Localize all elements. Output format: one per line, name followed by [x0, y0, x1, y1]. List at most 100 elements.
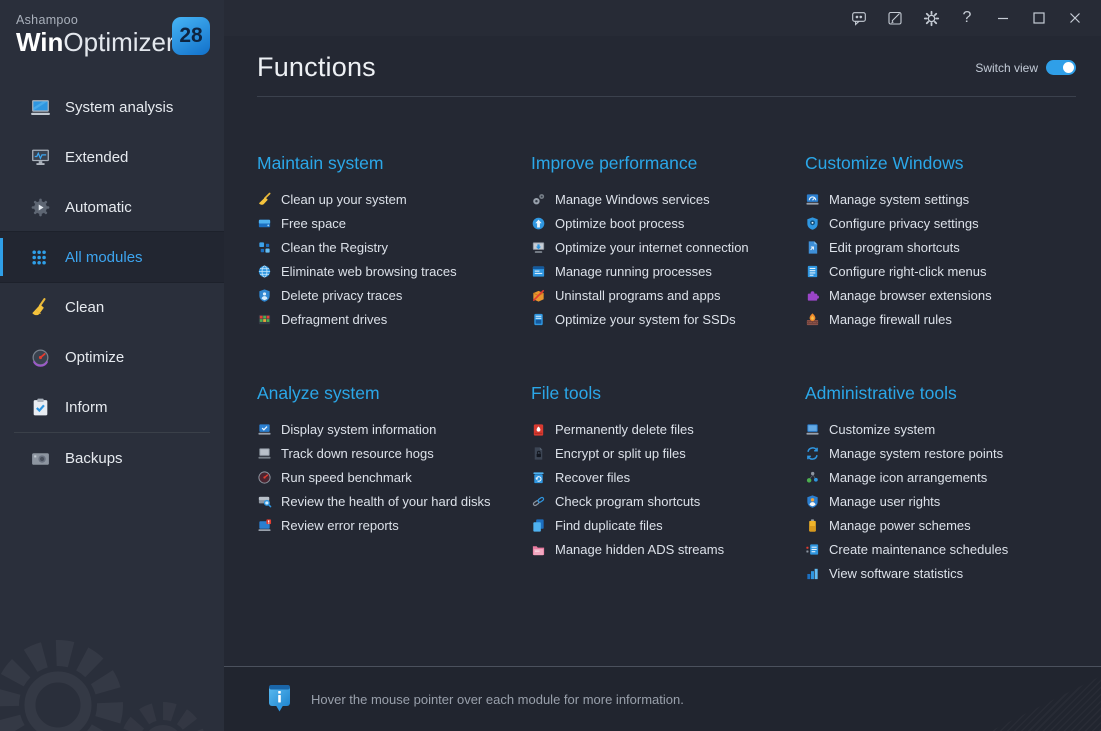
module-item-clean-up-your-system[interactable]: Clean up your system	[257, 187, 531, 211]
module-item-free-space[interactable]: Free space	[257, 211, 531, 235]
section-title: Analyze system	[257, 383, 380, 403]
sidebar-item-backups[interactable]: Backups	[0, 433, 224, 483]
module-item-manage-browser-extensions[interactable]: Manage browser extensions	[805, 283, 1079, 307]
registry-blocks-icon	[257, 240, 272, 255]
sidebar-item-label: All modules	[65, 248, 143, 266]
module-item-label: Manage system restore points	[829, 445, 1004, 461]
module-item-encrypt-or-split-up-files[interactable]: Encrypt or split up files	[531, 441, 805, 465]
module-item-label: Manage icon arrangements	[829, 469, 988, 485]
sidebar-item-label: Extended	[65, 148, 129, 166]
module-item-optimize-your-internet-connection[interactable]: Optimize your internet connection	[531, 235, 805, 259]
module-item-manage-system-settings[interactable]: Manage system settings	[805, 187, 1079, 211]
minimize-icon[interactable]	[985, 3, 1021, 33]
bar-stats-icon	[805, 566, 820, 581]
menu-list-icon	[805, 264, 820, 279]
module-item-manage-running-processes[interactable]: Manage running processes	[531, 259, 805, 283]
clipboard-check-icon	[30, 397, 51, 418]
laptop-error-icon	[257, 518, 272, 533]
page-header: Functions Switch view	[224, 36, 1101, 96]
sidebar-item-inform[interactable]: Inform	[0, 382, 224, 432]
sidebar-item-label: System analysis	[65, 98, 174, 116]
module-item-label: Manage firewall rules	[829, 311, 952, 327]
sidebar-item-all-modules[interactable]: All modules	[0, 232, 224, 282]
module-item-optimize-your-system-for-ssds[interactable]: Optimize your system for SSDs	[531, 307, 805, 331]
section-title: File tools	[531, 383, 602, 403]
feedback-icon[interactable]	[841, 3, 877, 33]
module-item-review-the-health-of-your-hard-disks[interactable]: Review the health of your hard disks	[257, 489, 531, 513]
module-item-label: Customize system	[829, 421, 936, 437]
module-item-delete-privacy-traces[interactable]: Delete privacy traces	[257, 283, 531, 307]
schedule-list-icon	[805, 542, 820, 557]
module-item-manage-power-schemes[interactable]: Manage power schemes	[805, 513, 1079, 537]
footer-hint-bar: Hover the mouse pointer over each module…	[224, 666, 1101, 731]
module-item-manage-hidden-ads-streams[interactable]: Manage hidden ADS streams	[531, 537, 805, 561]
notes-icon[interactable]	[877, 3, 913, 33]
sidebar-item-extended[interactable]: Extended	[0, 132, 224, 182]
module-item-label: Find duplicate files	[555, 517, 663, 533]
vendor-name: Ashampoo	[16, 13, 79, 27]
module-item-recover-files[interactable]: Recover files	[531, 465, 805, 489]
module-item-review-error-reports[interactable]: Review error reports	[257, 513, 531, 537]
module-item-label: Optimize boot process	[555, 215, 685, 231]
module-item-label: Track down resource hogs	[281, 445, 434, 461]
net-download-icon	[531, 240, 546, 255]
module-item-customize-system[interactable]: Customize system	[805, 417, 1079, 441]
module-item-permanently-delete-files[interactable]: Permanently delete files	[531, 417, 805, 441]
laptop-blue-icon	[805, 422, 820, 437]
sidebar-divider	[14, 432, 210, 433]
module-item-eliminate-web-browsing-traces[interactable]: Eliminate web browsing traces	[257, 259, 531, 283]
sidebar-item-system-analysis[interactable]: System analysis	[0, 82, 224, 132]
module-item-configure-privacy-settings[interactable]: Configure privacy settings	[805, 211, 1079, 235]
toggle-on-icon[interactable]	[1046, 60, 1076, 75]
product-name: WinOptimizer	[16, 27, 208, 57]
sidebar-item-label: Optimize	[65, 348, 125, 366]
version-badge: 28	[172, 17, 210, 55]
module-item-label: Create maintenance schedules	[829, 541, 1009, 557]
puzzle-icon	[805, 288, 820, 303]
info-icon	[269, 685, 290, 712]
module-item-clean-the-registry[interactable]: Clean the Registry	[257, 235, 531, 259]
module-item-manage-firewall-rules[interactable]: Manage firewall rules	[805, 307, 1079, 331]
module-item-manage-icon-arrangements[interactable]: Manage icon arrangements	[805, 465, 1079, 489]
module-item-edit-program-shortcuts[interactable]: Edit program shortcuts	[805, 235, 1079, 259]
titlebar: ?	[224, 0, 1101, 36]
sidebar-item-automatic[interactable]: Automatic	[0, 182, 224, 232]
module-item-label: Defragment drives	[281, 311, 388, 327]
close-icon[interactable]	[1057, 3, 1093, 33]
module-item-configure-right-click-menus[interactable]: Configure right-click menus	[805, 259, 1079, 283]
module-item-run-speed-benchmark[interactable]: Run speed benchmark	[257, 465, 531, 489]
module-item-manage-windows-services[interactable]: Manage Windows services	[531, 187, 805, 211]
module-item-display-system-information[interactable]: Display system information	[257, 417, 531, 441]
module-item-label: Review the health of your hard disks	[281, 493, 491, 509]
module-item-optimize-boot-process[interactable]: Optimize boot process	[531, 211, 805, 235]
sidebar: Ashampoo WinOptimizer 28 System analysis…	[0, 0, 224, 731]
module-item-check-program-shortcuts[interactable]: Check program shortcuts	[531, 489, 805, 513]
laptop-check-icon	[257, 422, 272, 437]
module-item-defragment-drives[interactable]: Defragment drives	[257, 307, 531, 331]
module-item-create-maintenance-schedules[interactable]: Create maintenance schedules	[805, 537, 1079, 561]
help-icon[interactable]: ?	[962, 9, 972, 26]
module-item-manage-system-restore-points[interactable]: Manage system restore points	[805, 441, 1079, 465]
sidebar-item-label: Inform	[65, 398, 108, 416]
sidebar-item-optimize[interactable]: Optimize	[0, 332, 224, 382]
switch-view-toggle[interactable]: Switch view	[975, 60, 1076, 75]
module-item-track-down-resource-hogs[interactable]: Track down resource hogs	[257, 441, 531, 465]
grid-dots-icon	[30, 247, 51, 268]
monitor-pulse-icon	[30, 147, 51, 168]
module-item-uninstall-programs-and-apps[interactable]: Uninstall programs and apps	[531, 283, 805, 307]
settings-icon[interactable]	[913, 3, 949, 33]
module-item-label: Encrypt or split up files	[555, 445, 686, 461]
module-item-find-duplicate-files[interactable]: Find duplicate files	[531, 513, 805, 537]
disk-search-icon	[257, 494, 272, 509]
broom-icon	[257, 192, 272, 207]
sidebar-item-clean[interactable]: Clean	[0, 282, 224, 332]
battery-icon	[805, 518, 820, 533]
module-item-manage-user-rights[interactable]: Manage user rights	[805, 489, 1079, 513]
module-item-label: Free space	[281, 215, 347, 231]
laptop-gray-icon	[257, 446, 272, 461]
maximize-icon[interactable]	[1021, 3, 1057, 33]
module-item-view-software-statistics[interactable]: View software statistics	[805, 561, 1079, 585]
uninstall-box-icon	[531, 288, 546, 303]
